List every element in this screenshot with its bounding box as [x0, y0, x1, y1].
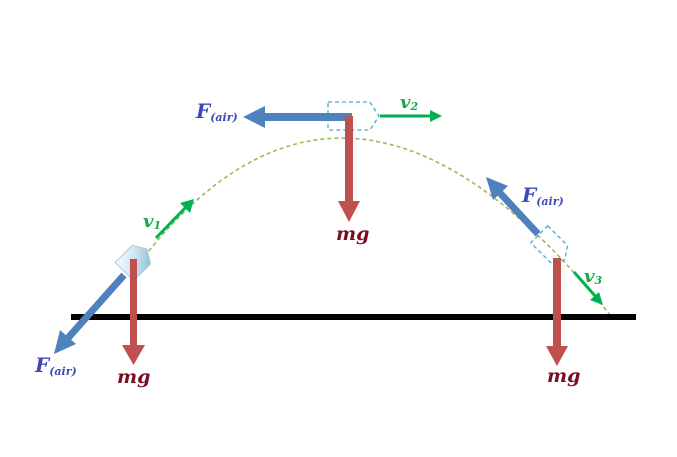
velocity-arrow-v1: [154, 199, 194, 240]
trajectory-path: [139, 137, 611, 316]
velocity-label-v1: v1: [143, 211, 161, 232]
air-force-label-launch: F(air): [34, 353, 77, 378]
ground-line: [71, 314, 636, 320]
weight-label-apex: mg: [336, 223, 369, 245]
air-force-label-descent: F(air): [521, 183, 564, 208]
velocity-label-v3: v3: [584, 266, 602, 287]
velocity-arrow-v3: [572, 271, 603, 305]
weight-label-descent: mg: [547, 365, 580, 387]
weight-label-launch: mg: [117, 366, 150, 388]
weight-arrow-apex: [338, 116, 360, 222]
projectile-apex-outline: [327, 101, 380, 131]
air-force-label-apex: F(air): [195, 99, 238, 124]
air-resistance-arrow-apex: [243, 106, 352, 128]
velocity-label-v2: v2: [400, 92, 418, 113]
velocity-arrow-v2: [380, 110, 442, 122]
weight-arrow-descent: [546, 258, 568, 366]
weight-arrow-launch: [122, 259, 145, 365]
air-resistance-arrow-launch: [54, 272, 127, 354]
air-resistance-arrow-descent: [486, 177, 541, 237]
